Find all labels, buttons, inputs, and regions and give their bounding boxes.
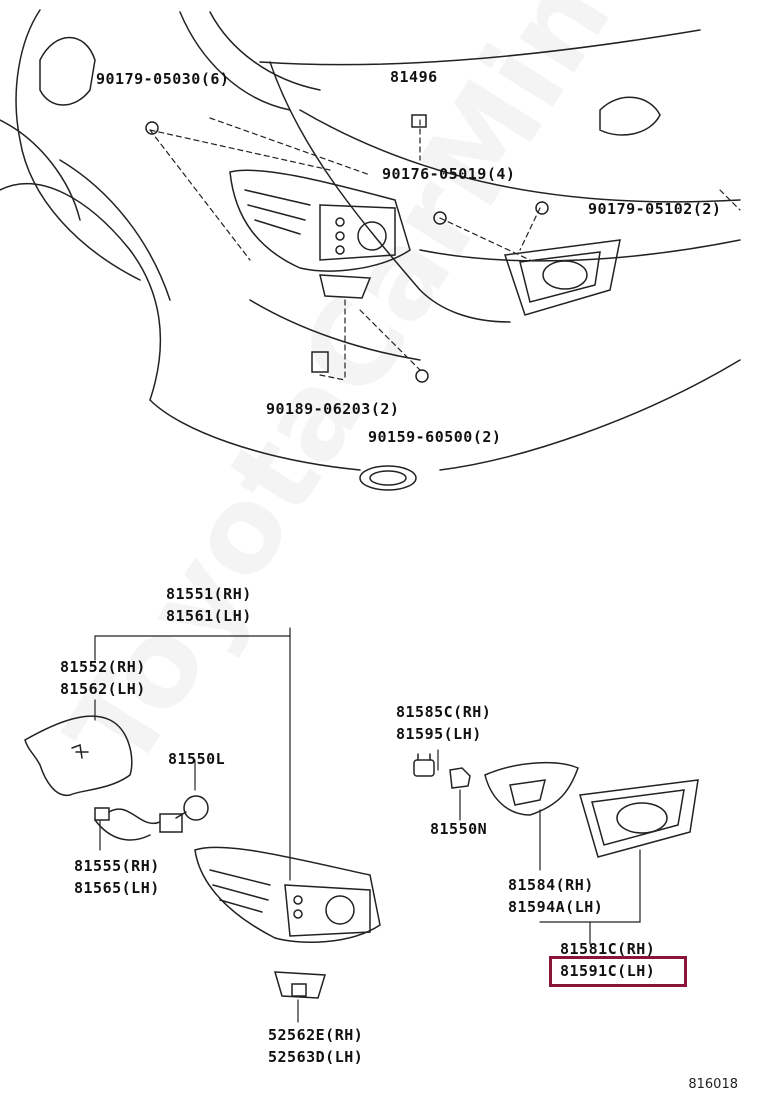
label-90179-05102[interactable]: 90179-05102(2) <box>588 200 722 218</box>
socket-81585C <box>413 753 435 777</box>
label-81591C[interactable]: 81591C(LH) <box>560 962 656 980</box>
lens-cover-81552 <box>24 715 133 796</box>
leader-lines-top <box>149 117 741 381</box>
gasket-81584 <box>484 761 579 816</box>
label-81595[interactable]: 81595(LH) <box>396 725 482 743</box>
label-81550N[interactable]: 81550N <box>430 820 488 838</box>
tail-lamp-bottom <box>194 846 381 943</box>
inner-lamp-top <box>504 239 621 316</box>
label-81552[interactable]: 81552(RH) <box>60 658 146 676</box>
bracket-lines-bottom <box>94 627 641 1023</box>
label-52563D[interactable]: 52563D(LH) <box>268 1048 364 1066</box>
highlight-box <box>549 956 687 987</box>
inner-lamp-bottom <box>579 779 699 858</box>
label-81594A[interactable]: 81594A(LH) <box>508 898 604 916</box>
label-81551[interactable]: 81551(RH) <box>166 585 252 603</box>
label-81562[interactable]: 81562(LH) <box>60 680 146 698</box>
bulb-81550N <box>449 767 471 789</box>
label-81550L[interactable]: 81550L <box>168 750 226 768</box>
label-81496[interactable]: 81496 <box>390 68 438 86</box>
label-81565[interactable]: 81565(LH) <box>74 879 160 897</box>
label-90176-05019[interactable]: 90176-05019(4) <box>382 165 516 183</box>
label-90159-60500[interactable]: 90159-60500(2) <box>368 428 502 446</box>
label-81581C[interactable]: 81581C(RH) <box>560 940 656 958</box>
label-52562E[interactable]: 52562E(RH) <box>268 1026 364 1044</box>
label-90179-05030[interactable]: 90179-05030(6) <box>96 70 230 88</box>
label-90189-06203[interactable]: 90189-06203(2) <box>266 400 400 418</box>
tail-lamp-top <box>229 169 411 299</box>
fasteners-top <box>145 114 549 383</box>
label-81561[interactable]: 81561(LH) <box>166 607 252 625</box>
diagram-reference-number: 816018 <box>688 1077 738 1092</box>
label-81585C[interactable]: 81585C(RH) <box>396 703 492 721</box>
bulb-81550L <box>175 795 209 821</box>
wiring-81555 <box>94 807 183 841</box>
socket-52562E <box>273 971 326 999</box>
car-body-outline <box>0 9 741 491</box>
label-81584[interactable]: 81584(RH) <box>508 876 594 894</box>
label-81555[interactable]: 81555(RH) <box>74 857 160 875</box>
